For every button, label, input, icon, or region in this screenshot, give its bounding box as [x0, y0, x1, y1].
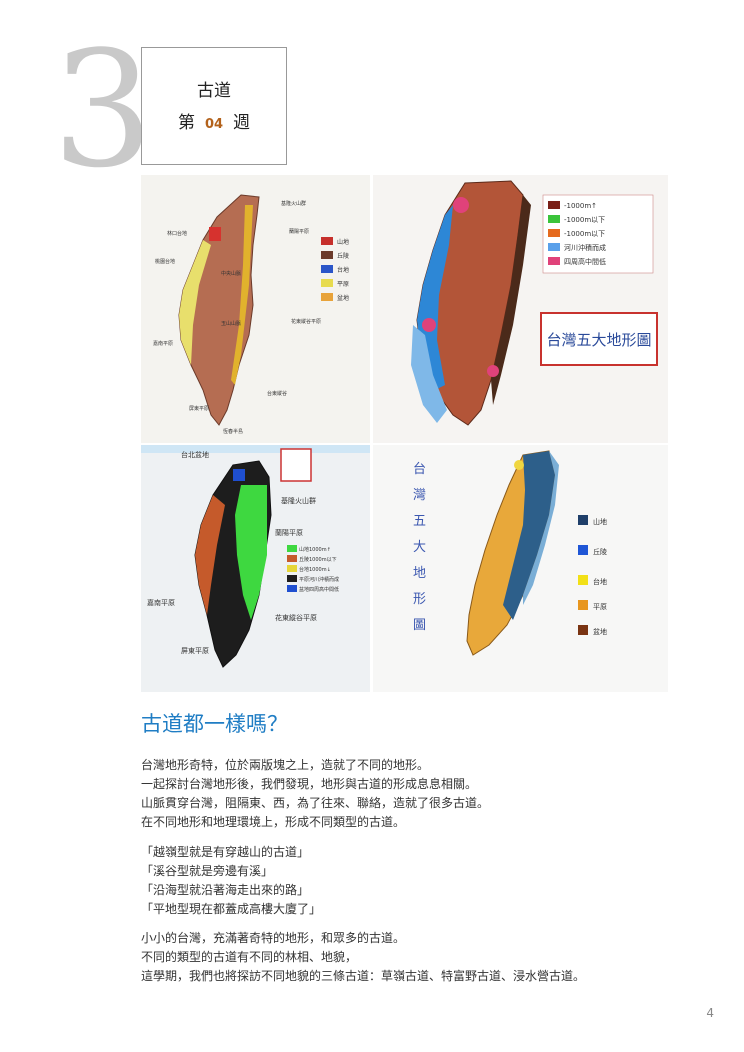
- paragraph-2: 「越嶺型就是有穿越山的古道」 「溪谷型就是旁邊有溪」 「沿海型就沿著海走出來的路…: [141, 843, 321, 919]
- paragraph-2-line: 「沿海型就沿著海走出來的路」: [141, 883, 310, 897]
- d1-label-0: 基隆火山群: [281, 200, 306, 207]
- d1-label-5: 中央山脈: [221, 270, 241, 277]
- paragraph-3-line: 這學期，我們也將探訪不同地貌的三條古道：草嶺古道、特富野古道、浸水營古道。: [141, 969, 586, 983]
- paragraph-3-line: 小小的台灣，充滿著奇特的地形，和眾多的古道。: [141, 931, 406, 945]
- d1-label-3: 桃園台地: [155, 258, 175, 265]
- d2-legend-1: -1000m以下: [564, 216, 605, 224]
- paragraph-2-line: 「越嶺型就是有穿越山的古道」: [141, 845, 310, 859]
- d3-legend-0: 山地1000m↑: [299, 546, 331, 553]
- d3-label-3: 花東縱谷平原: [275, 613, 317, 622]
- paragraph-1-line: 在不同地形和地理環境上，形成不同類型的古道。: [141, 815, 406, 829]
- d2-legend-2: -1000m以下: [564, 230, 605, 238]
- drawing-1-taiwan-terrain: 山地 丘陵 台地 平原 盆地 基隆火山群 蘭陽平原 林口台地 桃園台地 嘉南平原…: [141, 175, 370, 443]
- paragraph-1-line: 一起探討台灣地形後，我們發現，地形與古道的形成息息相關。: [141, 777, 478, 791]
- d1-label-7: 花東縱谷平原: [291, 318, 321, 325]
- chapter-number: 3: [52, 16, 154, 203]
- d2-legend-0: -1000m↑: [564, 202, 597, 210]
- d1-legend-1: 丘陵: [337, 252, 349, 260]
- d1-label-8: 屏東平原: [189, 405, 209, 412]
- lesson-week: 第 04 週: [142, 108, 286, 133]
- paragraph-3: 小小的台灣，充滿著奇特的地形，和眾多的古道。 不同的類型的古道有不同的林相、地貌…: [141, 929, 585, 986]
- d1-label-1: 蘭陽平原: [289, 228, 309, 235]
- lesson-title: 古道: [197, 81, 231, 101]
- d3-legend-2: 台地1000m↓: [299, 566, 331, 573]
- d2-title: 台灣五大地形圖: [546, 331, 651, 349]
- d2-legend-3: 河川沖積而成: [564, 243, 606, 252]
- d1-label-4: 嘉南平原: [153, 340, 173, 347]
- d4-legend-4: 盆地: [593, 627, 607, 636]
- week-number: 04: [204, 117, 224, 132]
- lesson-header-box: 古道 第 04 週: [141, 47, 287, 165]
- d3-label-4: 嘉南平原: [147, 598, 175, 607]
- drawings-photo-grid: 山地 丘陵 台地 平原 盆地 基隆火山群 蘭陽平原 林口台地 桃園台地 嘉南平原…: [141, 175, 668, 692]
- d3-legend-1: 丘陵1000m以下: [299, 556, 337, 563]
- d1-legend-0: 山地: [337, 238, 349, 246]
- d1-legend-2: 台地: [337, 266, 349, 274]
- drawing-4-taiwan-terrain: 台灣五大地形圖 山地 丘陵 台地 平原 盆地: [373, 445, 668, 692]
- d4-legend-3: 平原: [593, 603, 607, 611]
- d3-label-0: 台北盆地: [181, 450, 209, 459]
- d4-title: 台灣五大地形圖: [413, 462, 426, 633]
- paragraph-1-line: 台灣地形奇特，位於兩版塊之上，造就了不同的地形。: [141, 758, 430, 772]
- d1-legend-4: 盆地: [337, 294, 349, 302]
- d4-legend-1: 丘陵: [593, 547, 607, 556]
- paragraph-3-line: 不同的類型的古道有不同的林相、地貌，: [141, 950, 358, 964]
- paragraph-1-line: 山脈貫穿台灣，阻隔東、西，為了往來、聯絡，造就了很多古道。: [141, 796, 490, 810]
- d3-legend-4: 盆地四周高中間低: [299, 586, 339, 593]
- d2-legend-4: 四周高中間低: [564, 257, 606, 266]
- d1-label-2: 林口台地: [167, 230, 187, 237]
- d3-label-1: 基隆火山群: [281, 496, 316, 505]
- section-heading: 古道都一樣嗎？: [141, 712, 288, 736]
- page-number: 4: [706, 1006, 714, 1020]
- d1-label-10: 恆春半島: [223, 428, 243, 435]
- d4-legend-0: 山地: [593, 517, 607, 526]
- d3-legend-3: 平原河川沖積而成: [299, 576, 339, 583]
- d3-label-2: 蘭陽平原: [275, 528, 303, 537]
- paragraph-1: 台灣地形奇特，位於兩版塊之上，造就了不同的地形。 一起探討台灣地形後，我們發現，…: [141, 756, 489, 832]
- d3-label-5: 屏東平原: [181, 646, 209, 655]
- d1-label-6: 玉山山脈: [221, 320, 241, 327]
- drawing-3-taiwan-terrain: 山地1000m↑ 丘陵1000m以下 台地1000m↓ 平原河川沖積而成 盆地四…: [141, 445, 370, 692]
- d4-legend-2: 台地: [593, 577, 607, 586]
- paragraph-2-line: 「平地型現在都蓋成高樓大廈了」: [141, 902, 322, 916]
- drawing-2-taiwan-terrain: -1000m↑ -1000m以下 -1000m以下 河川沖積而成 四周高中間低 …: [373, 175, 668, 443]
- paragraph-2-line: 「溪谷型就是旁邊有溪」: [141, 864, 274, 878]
- d1-label-9: 台東縱谷: [267, 390, 287, 397]
- week-suffix: 週: [233, 113, 251, 133]
- d1-legend-3: 平原: [337, 281, 349, 288]
- week-prefix: 第: [177, 113, 195, 133]
